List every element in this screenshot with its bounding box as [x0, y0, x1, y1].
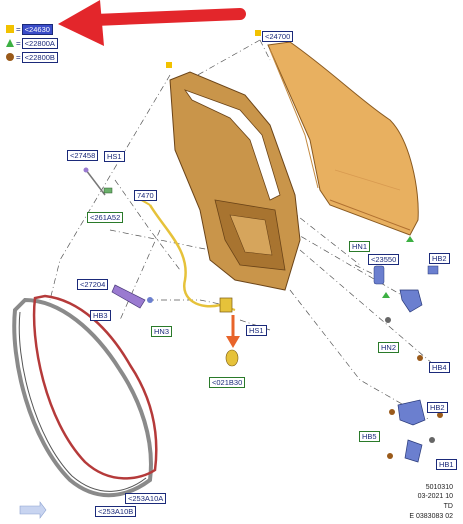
hinge-lower	[397, 399, 435, 463]
part-label-hs1-top[interactable]: HS1	[104, 151, 125, 162]
part-label-hb1[interactable]: HB1	[436, 459, 457, 470]
legend-row-yellow[interactable]: = <24630	[6, 23, 53, 35]
part-label-7470[interactable]: 7470	[134, 190, 157, 201]
hinge-upper	[385, 265, 439, 323]
inner-door-frame	[169, 71, 301, 291]
lock-rod	[83, 167, 106, 196]
part-label-hb3[interactable]: HB3	[90, 310, 111, 321]
connector-261A52	[103, 187, 113, 194]
part-label-hb2-low[interactable]: HB2	[427, 402, 448, 413]
legend-equals: =	[16, 24, 21, 34]
part-label-hn2[interactable]: HN2	[378, 342, 400, 353]
latch-assembly	[219, 297, 233, 313]
legend-code[interactable]: <22800A	[21, 37, 58, 49]
legend-row-green[interactable]: = <22800A	[6, 37, 58, 49]
part-label-27458[interactable]: <27458	[67, 150, 99, 161]
part-label-hb2-top[interactable]: HB2	[429, 253, 450, 264]
outer-door-panel	[267, 41, 419, 236]
legend-code[interactable]: <22800B	[21, 51, 58, 63]
part-label-253A10B[interactable]: <253A10B	[95, 506, 137, 517]
door-seal-outer	[12, 297, 153, 498]
footer-line-1: 5010310	[425, 484, 453, 491]
part-label-24700[interactable]: <24700	[262, 31, 294, 42]
part-label-27204[interactable]: <27204	[77, 279, 109, 290]
nav-arrow-icon	[19, 501, 47, 519]
part-label-261A52[interactable]: <261A52	[87, 212, 124, 223]
footer-line-2: 03-2021 10	[417, 493, 453, 500]
brown-circle-icon	[6, 53, 14, 61]
part-label-hn3[interactable]: HN3	[151, 326, 173, 337]
yellow-square-icon	[6, 25, 14, 33]
legend-row-brown[interactable]: = <22800B	[6, 51, 58, 63]
green-triangle-icon	[6, 39, 14, 47]
part-label-hb4[interactable]: HB4	[429, 362, 450, 373]
footer-line-3: TD	[443, 503, 453, 510]
part-label-23550[interactable]: <23550	[368, 254, 400, 265]
door-seal-inner	[32, 294, 158, 480]
red-pointer-arrow	[58, 0, 246, 46]
point-markers	[166, 30, 443, 459]
check-strap	[373, 265, 385, 285]
legend-equals: =	[16, 52, 21, 62]
part-label-253A10A[interactable]: <253A10A	[125, 493, 167, 504]
legend-equals: =	[16, 38, 21, 48]
orange-arrow-part	[225, 315, 240, 367]
part-label-021B30[interactable]: <021B30	[209, 377, 246, 388]
footer-line-4: E 0383083 02	[409, 513, 453, 520]
part-label-hs1-mid[interactable]: HS1	[246, 325, 267, 336]
part-label-hb5[interactable]: HB5	[359, 431, 380, 442]
handle-27204	[111, 284, 153, 309]
legend-code-selected[interactable]: <24630	[21, 23, 53, 35]
leader-lines	[49, 39, 441, 421]
part-label-hn1[interactable]: HN1	[349, 241, 371, 252]
